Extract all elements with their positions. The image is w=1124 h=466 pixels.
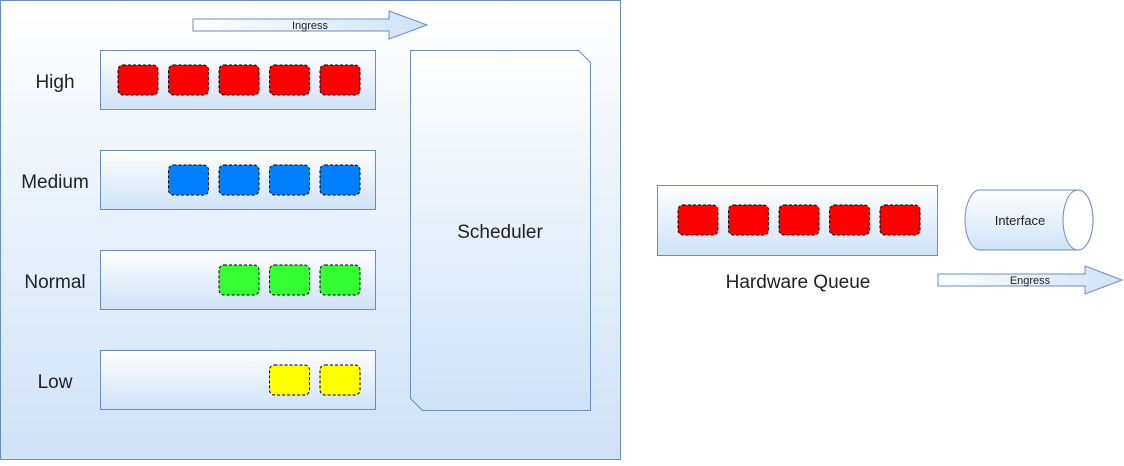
packet bbox=[117, 64, 159, 96]
packet bbox=[879, 204, 921, 236]
packet bbox=[168, 64, 209, 96]
interface-label: Interface bbox=[995, 213, 1046, 228]
queue-label-medium: Medium bbox=[21, 172, 89, 193]
interface-cylinder: Interface bbox=[964, 189, 1094, 251]
queue-low: Low bbox=[38, 350, 376, 410]
scheduler: Scheduler bbox=[410, 50, 591, 411]
packet bbox=[319, 164, 361, 196]
ingress-label: Ingress bbox=[292, 20, 329, 32]
packet bbox=[829, 204, 870, 236]
queue-label-low: Low bbox=[38, 372, 73, 393]
egress-label: Engress bbox=[1010, 275, 1051, 287]
scheduler-label: Scheduler bbox=[457, 222, 543, 243]
hardware-queue-label: Hardware Queue bbox=[726, 272, 871, 293]
packet bbox=[319, 264, 361, 296]
hardware-queue: Hardware Queue bbox=[657, 185, 938, 293]
packet bbox=[319, 364, 361, 396]
packet bbox=[269, 164, 310, 196]
egress-arrow: Engress bbox=[937, 265, 1124, 295]
packet bbox=[677, 204, 719, 236]
packet bbox=[218, 164, 260, 196]
scheduler-box bbox=[410, 50, 591, 411]
packet bbox=[319, 64, 361, 96]
packet bbox=[778, 204, 820, 236]
queue-label-normal: Normal bbox=[24, 272, 85, 293]
packet bbox=[218, 64, 260, 96]
packet bbox=[728, 204, 769, 236]
packet bbox=[168, 164, 209, 196]
ingress-arrow: Ingress bbox=[192, 10, 429, 40]
queue-normal: Normal bbox=[24, 250, 376, 310]
queue-high: High bbox=[35, 50, 376, 110]
queue-label-high: High bbox=[35, 72, 74, 93]
packet bbox=[269, 264, 310, 296]
packet bbox=[269, 64, 310, 96]
packet bbox=[218, 264, 260, 296]
packet bbox=[269, 364, 310, 396]
queue-medium: Medium bbox=[21, 150, 376, 210]
